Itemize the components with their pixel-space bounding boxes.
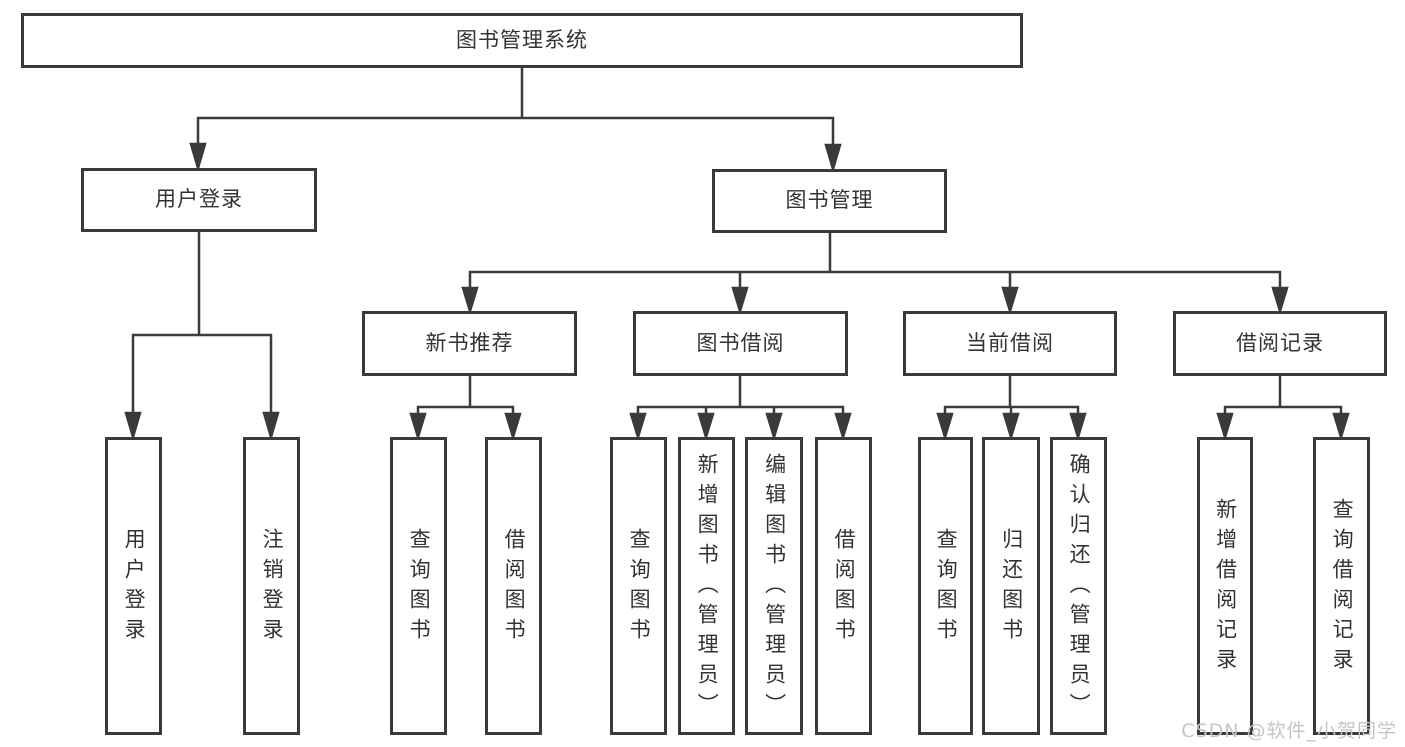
- leaf-query-borrow-record: 查询借阅记录: [1313, 437, 1370, 735]
- node-user-login: 用户登录: [81, 168, 317, 232]
- csdn-watermark: CSDN @软件_小贺同学: [1181, 720, 1397, 742]
- node-library-management-system: 图书管理系统: [21, 13, 1023, 68]
- leaf-add-book-admin: 新增图书（管理员）: [678, 437, 735, 735]
- node-book-management: 图书管理: [712, 169, 947, 233]
- leaf-user-login: 用户登录: [105, 437, 162, 735]
- node-borrowing-records: 借阅记录: [1173, 311, 1387, 376]
- leaf-borrow-books-recommend: 借阅图书: [485, 437, 542, 735]
- leaf-query-books-borrow: 查询图书: [610, 437, 667, 735]
- node-new-book-recommendation: 新书推荐: [362, 311, 577, 376]
- leaf-query-books-current: 查询图书: [918, 437, 973, 735]
- leaf-add-borrow-record: 新增借阅记录: [1197, 437, 1253, 735]
- leaf-edit-book-admin: 编辑图书（管理员）: [745, 437, 803, 735]
- leaf-confirm-return-admin: 确认归还（管理员）: [1050, 437, 1107, 735]
- leaf-borrow-books: 借阅图书: [815, 437, 872, 735]
- node-book-borrowing: 图书借阅: [633, 311, 848, 376]
- leaf-logout: 注销登录: [243, 437, 300, 735]
- node-current-borrowing: 当前借阅: [903, 311, 1117, 376]
- leaf-return-book: 归还图书: [982, 437, 1040, 735]
- leaf-query-books-recommend: 查询图书: [390, 437, 447, 735]
